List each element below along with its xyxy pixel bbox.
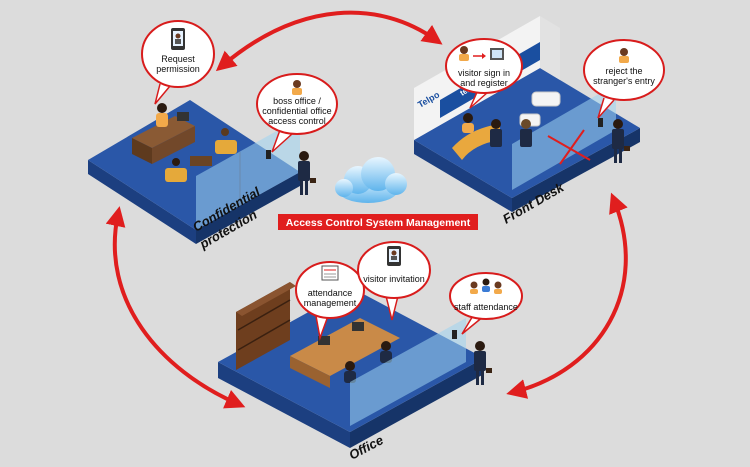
system-banner: Access Control System Management bbox=[278, 214, 478, 230]
phone-person-icon bbox=[171, 28, 185, 50]
seated-person bbox=[221, 128, 229, 136]
bubble-boss-line1: boss office / bbox=[273, 96, 321, 106]
bubble-boss-office: boss office / confidential office access… bbox=[256, 73, 338, 153]
bubble-staff-attendance: staff attendance bbox=[449, 272, 523, 335]
bubble-visitor-sign-in: visitor sign in and register bbox=[445, 38, 523, 109]
boss-desk bbox=[132, 116, 195, 148]
monitor bbox=[177, 112, 189, 121]
visitor-person bbox=[491, 119, 501, 129]
person-icon bbox=[292, 80, 302, 95]
bubble-visitor-invitation: visitor invitation bbox=[357, 241, 431, 321]
bubble-request-line1: Request bbox=[161, 54, 195, 64]
bubble-boss-line2: confidential office bbox=[262, 106, 331, 116]
lounge-sofa bbox=[531, 91, 561, 107]
briefcase bbox=[486, 368, 492, 373]
employee-person bbox=[345, 361, 355, 371]
bubble-staff-line1: staff attendance bbox=[454, 302, 518, 312]
bubble-attendance-line1: attendance bbox=[308, 288, 353, 298]
arrow-frontdesk-office bbox=[506, 192, 628, 399]
staff-person bbox=[475, 341, 485, 351]
visitor-person bbox=[521, 119, 531, 129]
banner-text: Access Control System Management bbox=[286, 217, 471, 229]
bookshelf bbox=[236, 282, 290, 370]
boss-person bbox=[157, 103, 167, 113]
coffee-table bbox=[190, 156, 212, 166]
seated-person bbox=[172, 158, 180, 166]
receptionist bbox=[463, 113, 473, 123]
report-sheet-icon bbox=[321, 265, 339, 281]
arrow-confidential-office bbox=[105, 206, 246, 409]
briefcase bbox=[310, 178, 316, 183]
access-terminal bbox=[598, 118, 603, 127]
monitor bbox=[318, 336, 330, 345]
phone-person-icon bbox=[387, 246, 401, 266]
bubble-reject-line2: stranger's entry bbox=[593, 76, 655, 86]
reception-desk bbox=[452, 124, 500, 160]
reject-cross bbox=[547, 135, 591, 161]
bubble-signin-line1: visitor sign in bbox=[458, 68, 510, 78]
floor-side-left bbox=[88, 160, 196, 244]
bubble-boss-line3: access control bbox=[268, 116, 326, 126]
cloud-icon bbox=[335, 157, 407, 203]
employee-person bbox=[381, 341, 391, 351]
zone-office: Office bbox=[218, 282, 492, 463]
flow-arrows bbox=[105, 10, 628, 409]
visitor-person bbox=[299, 151, 309, 161]
glass-wall bbox=[512, 84, 616, 190]
arrow-confidential-frontdesk bbox=[215, 10, 443, 72]
sofa bbox=[165, 168, 187, 182]
floor-side-left bbox=[414, 140, 512, 212]
stranger-person bbox=[613, 119, 623, 129]
group-people-icon bbox=[470, 278, 502, 294]
bubble-attendance-line2: management bbox=[304, 298, 357, 308]
bubble-request-permission: Request permission bbox=[141, 20, 215, 105]
floor-side-right bbox=[350, 358, 484, 448]
bubble-attendance-management: attendance management bbox=[295, 261, 365, 341]
bubble-signin-line2: and register bbox=[460, 78, 508, 88]
glass-wall bbox=[350, 318, 466, 426]
bubble-invitation-line1: visitor invitation bbox=[363, 274, 425, 284]
floor-side-right bbox=[512, 128, 640, 212]
floor-side-left bbox=[218, 362, 350, 448]
access-terminal bbox=[266, 150, 271, 159]
zone-confidential: Confidential protection bbox=[88, 100, 316, 252]
monitor bbox=[352, 322, 364, 331]
floor-side-right bbox=[196, 172, 300, 244]
sofa bbox=[215, 140, 237, 154]
person-icon bbox=[619, 48, 629, 63]
access-terminal bbox=[452, 330, 457, 339]
office-desk bbox=[290, 318, 400, 376]
bubble-reject-stranger: reject the stranger's entry bbox=[583, 39, 665, 119]
bubble-request-line2: permission bbox=[156, 64, 200, 74]
person-to-terminal-icon bbox=[459, 46, 504, 61]
briefcase bbox=[624, 146, 630, 151]
bubble-reject-line1: reject the bbox=[605, 66, 642, 76]
